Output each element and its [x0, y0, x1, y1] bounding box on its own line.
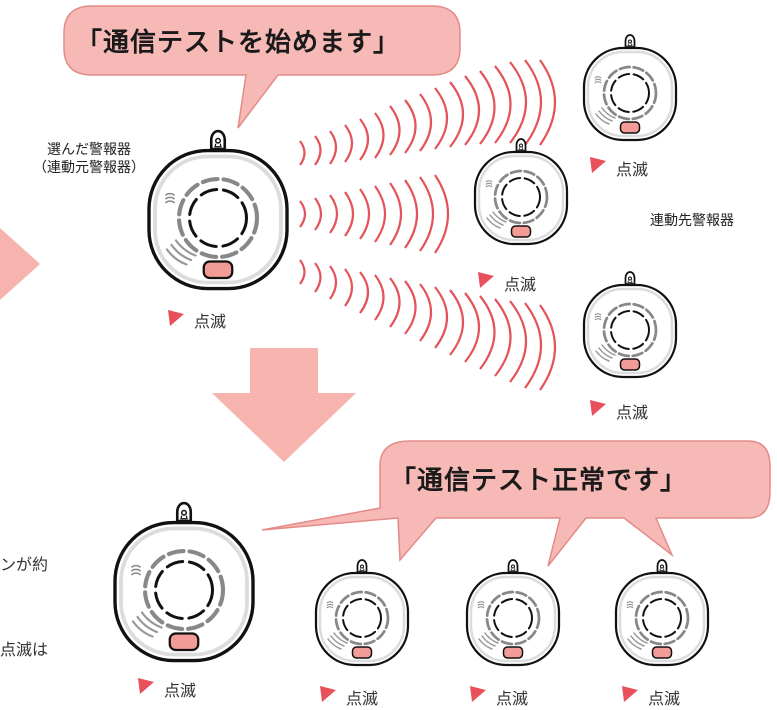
selected-alarm-label: 選んだ警報器 （連動元警報器）	[6, 141, 172, 177]
blink-label: 点滅	[346, 689, 379, 708]
blink-marker-icon	[470, 686, 486, 702]
blink-marker-icon	[590, 400, 606, 416]
down-arrow	[212, 348, 356, 462]
blink-marker-icon	[320, 686, 336, 702]
bubble-bottom-text: 「通信テスト正常です」	[390, 466, 688, 496]
alarm-result-3	[614, 558, 710, 667]
blink-label: 点滅	[648, 689, 681, 708]
speech-bubble-bottom	[261, 440, 771, 567]
alarm-linked-bottom	[582, 270, 678, 379]
alarm-linked-top	[582, 33, 678, 142]
blink-label: 点滅	[194, 312, 227, 331]
blink-label: 点滅	[496, 689, 529, 708]
speech-bubble-top	[63, 5, 461, 129]
alarm-result-1	[314, 558, 410, 667]
left-arrow-partial	[0, 228, 40, 300]
alarm-result-2	[465, 558, 561, 667]
blink-marker-icon	[622, 686, 638, 702]
blink-marker-icon	[138, 678, 154, 694]
blink-label: 点滅	[164, 681, 197, 700]
bubble-top-text: 「通信テストを始めます」	[76, 28, 401, 58]
selected-alarm-line2: （連動元警報器）	[33, 160, 145, 176]
selected-alarm-line1: 選んだ警報器	[47, 142, 131, 158]
left-text-line2: 点滅は	[0, 640, 49, 659]
alarm-linked-middle	[473, 137, 569, 246]
alarm-source-result	[115, 503, 253, 661]
blink-label: 点滅	[504, 275, 537, 294]
wave-middle	[299, 174, 450, 254]
linked-alarms-label: 連動先警報器	[650, 213, 734, 229]
blink-marker-icon	[590, 157, 606, 173]
left-text-line1: ンが約	[0, 555, 49, 574]
blink-marker-icon	[168, 310, 184, 326]
blink-label: 点滅	[616, 403, 649, 422]
blink-label: 点滅	[616, 160, 649, 179]
wave-lower	[299, 259, 557, 391]
wave-upper	[299, 59, 557, 166]
blink-marker-icon	[478, 272, 494, 288]
